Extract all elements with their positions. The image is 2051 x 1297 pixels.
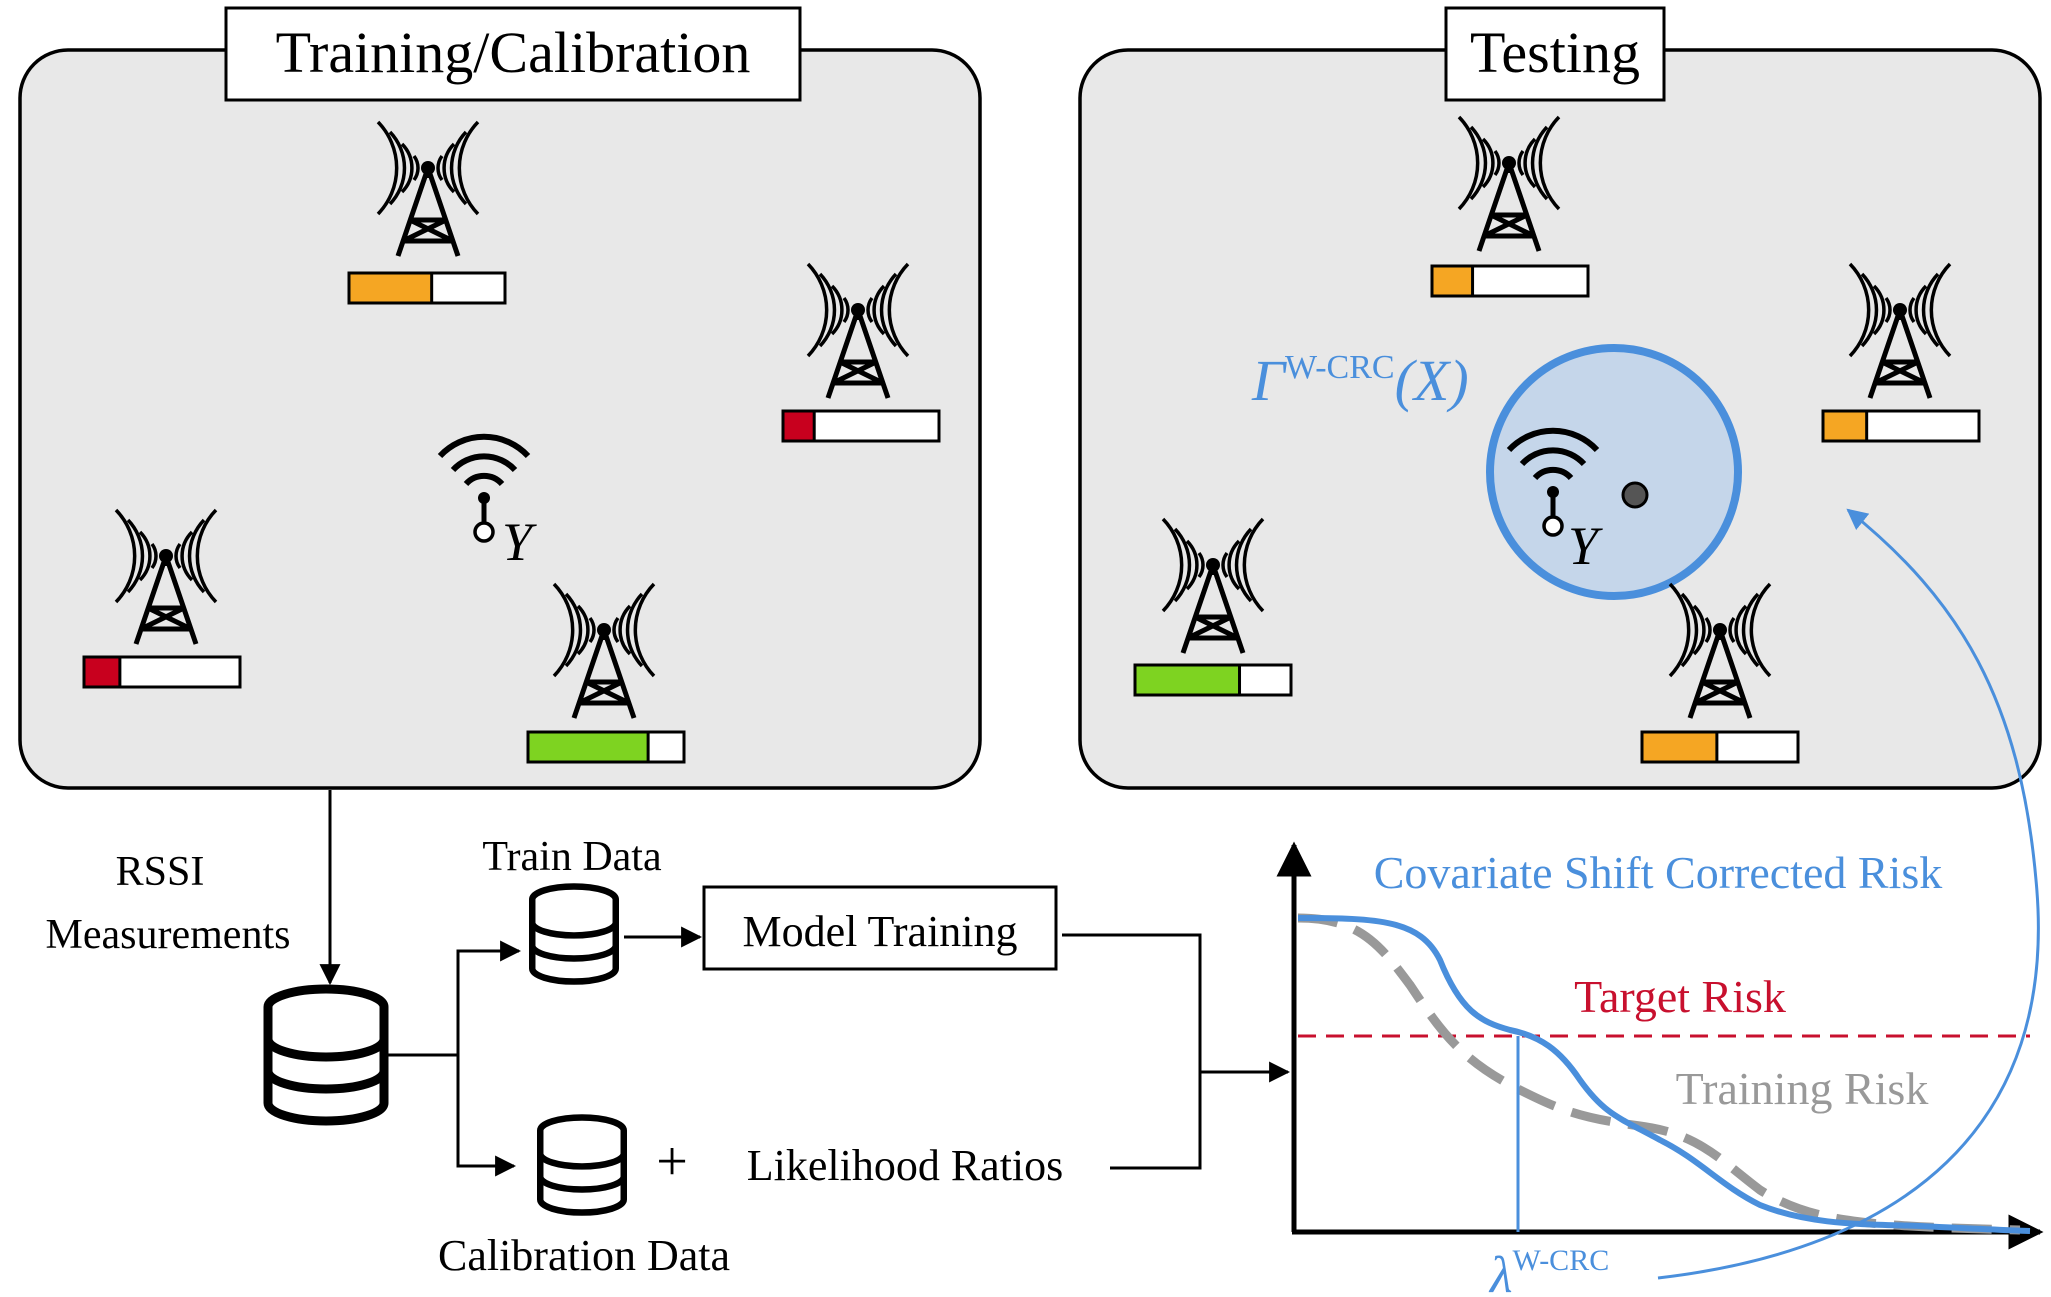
split-arrow-train [388,940,522,1057]
y-label-testing: Y [1568,516,1603,576]
measurement-database-icon [268,989,384,1121]
signal-strength-bar [1821,409,1981,443]
signal-strength-bar [82,655,242,689]
signal-strength-bar [781,409,941,443]
rssi-label-line1: RSSI [116,849,205,895]
prediction-set-label: ΓW-CRC(X) [1251,348,1469,413]
lambda-to-region-arrow [1657,508,2040,1280]
signal-strength-bar [1133,663,1293,697]
split-arrow-calibration [456,1055,517,1177]
gamma-argument: (X) [1395,348,1469,413]
train-database-icon [532,886,616,981]
y-label-training: Y [502,512,537,572]
testing-title-box [1444,6,1666,102]
signal-bar-fill [526,730,650,764]
signal-bar-fill [781,409,816,443]
testing-panel-title: Testing [1470,20,1640,85]
training-title-box [224,6,802,102]
calibration-data-label: Calibration Data [438,1231,730,1280]
signal-bar-fill [82,655,122,689]
signal-bar-fill [1821,409,1869,443]
gamma-symbol: Γ [1251,348,1287,413]
model-training-box [702,885,1058,971]
signal-strength-bar [347,271,507,305]
training-risk-label: Training Risk [1676,1063,1929,1114]
likelihood-ratios-label: Likelihood Ratios [747,1141,1064,1190]
signal-strength-bar [1640,730,1800,764]
lambda-symbol: λ [1488,1247,1513,1297]
gamma-superscript: W-CRC [1285,349,1395,386]
corrected-risk-curve [1297,915,2031,1234]
signal-strength-bar [526,730,686,764]
lambda-label: λW-CRC [1488,1244,1609,1297]
training-panel-title: Training/Calibration [276,20,751,85]
signal-bar-fill [347,271,434,305]
calibration-database-icon [540,1117,624,1212]
signal-bar-fill [1640,730,1719,764]
signal-bar-fill [1430,264,1475,298]
model-training-label: Model Training [742,907,1017,956]
signal-bar-fill [1133,663,1242,697]
rssi-label-line2: Measurements [46,912,291,958]
signal-strength-bar [1430,264,1590,298]
estimated-location-dot [1621,481,1649,509]
prediction-region-circle [1486,344,1742,600]
target-risk-label: Target Risk [1574,971,1786,1022]
lambda-superscript: W-CRC [1513,1244,1610,1277]
risk-chart: Target Risk Training Risk Covariate Shif… [1276,841,2044,1297]
corrected-risk-label: Covariate Shift Corrected Risk [1374,847,1943,898]
merge-connector [1062,933,1202,1170]
train-data-label: Train Data [482,834,662,880]
plus-sign: + [656,1131,688,1193]
